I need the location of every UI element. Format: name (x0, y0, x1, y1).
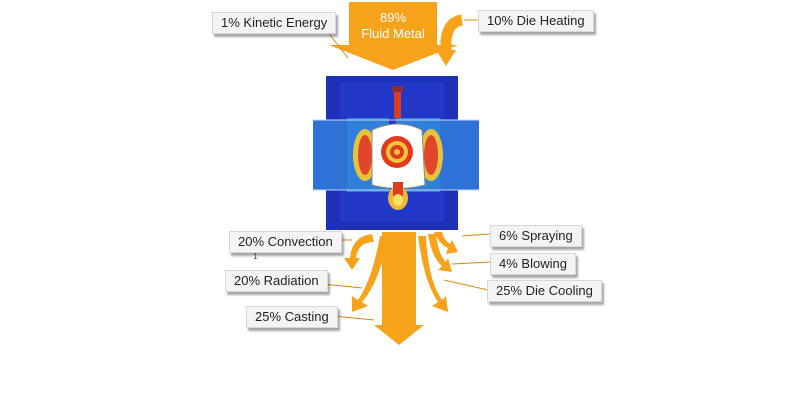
die-heating-label: 10% Die Heating (478, 10, 594, 32)
blowing-label: 4% Blowing (490, 253, 576, 275)
convection-label: 20% Convection (229, 231, 342, 253)
die-heating-arrow (436, 14, 464, 66)
fluid-metal-text: Fluid Metal (361, 26, 425, 41)
radiation-label: 20% Radiation (225, 270, 328, 292)
die-cooling-label: 25% Die Cooling (487, 280, 602, 302)
fluid-metal-label: 89% Fluid Metal (352, 10, 434, 42)
radiation-arrow (352, 236, 388, 312)
convection-arrow (344, 234, 374, 270)
kinetic-energy-label: 1% Kinetic Energy (212, 12, 337, 34)
fluid-metal-percent: 89% (379, 10, 407, 25)
output-arrows (344, 232, 458, 345)
blowing-arrow (428, 234, 452, 272)
tick-mark: 1 (253, 252, 258, 261)
die-cooling-arrow (418, 236, 448, 312)
die-block (313, 76, 479, 230)
casting-label: 25% Casting (246, 306, 338, 328)
casting-arrow (374, 232, 424, 345)
fluid-metal-input-arrow (329, 2, 458, 70)
leader-lines (319, 19, 491, 321)
spraying-arrow (434, 232, 458, 254)
spraying-label: 6% Spraying (490, 225, 582, 247)
